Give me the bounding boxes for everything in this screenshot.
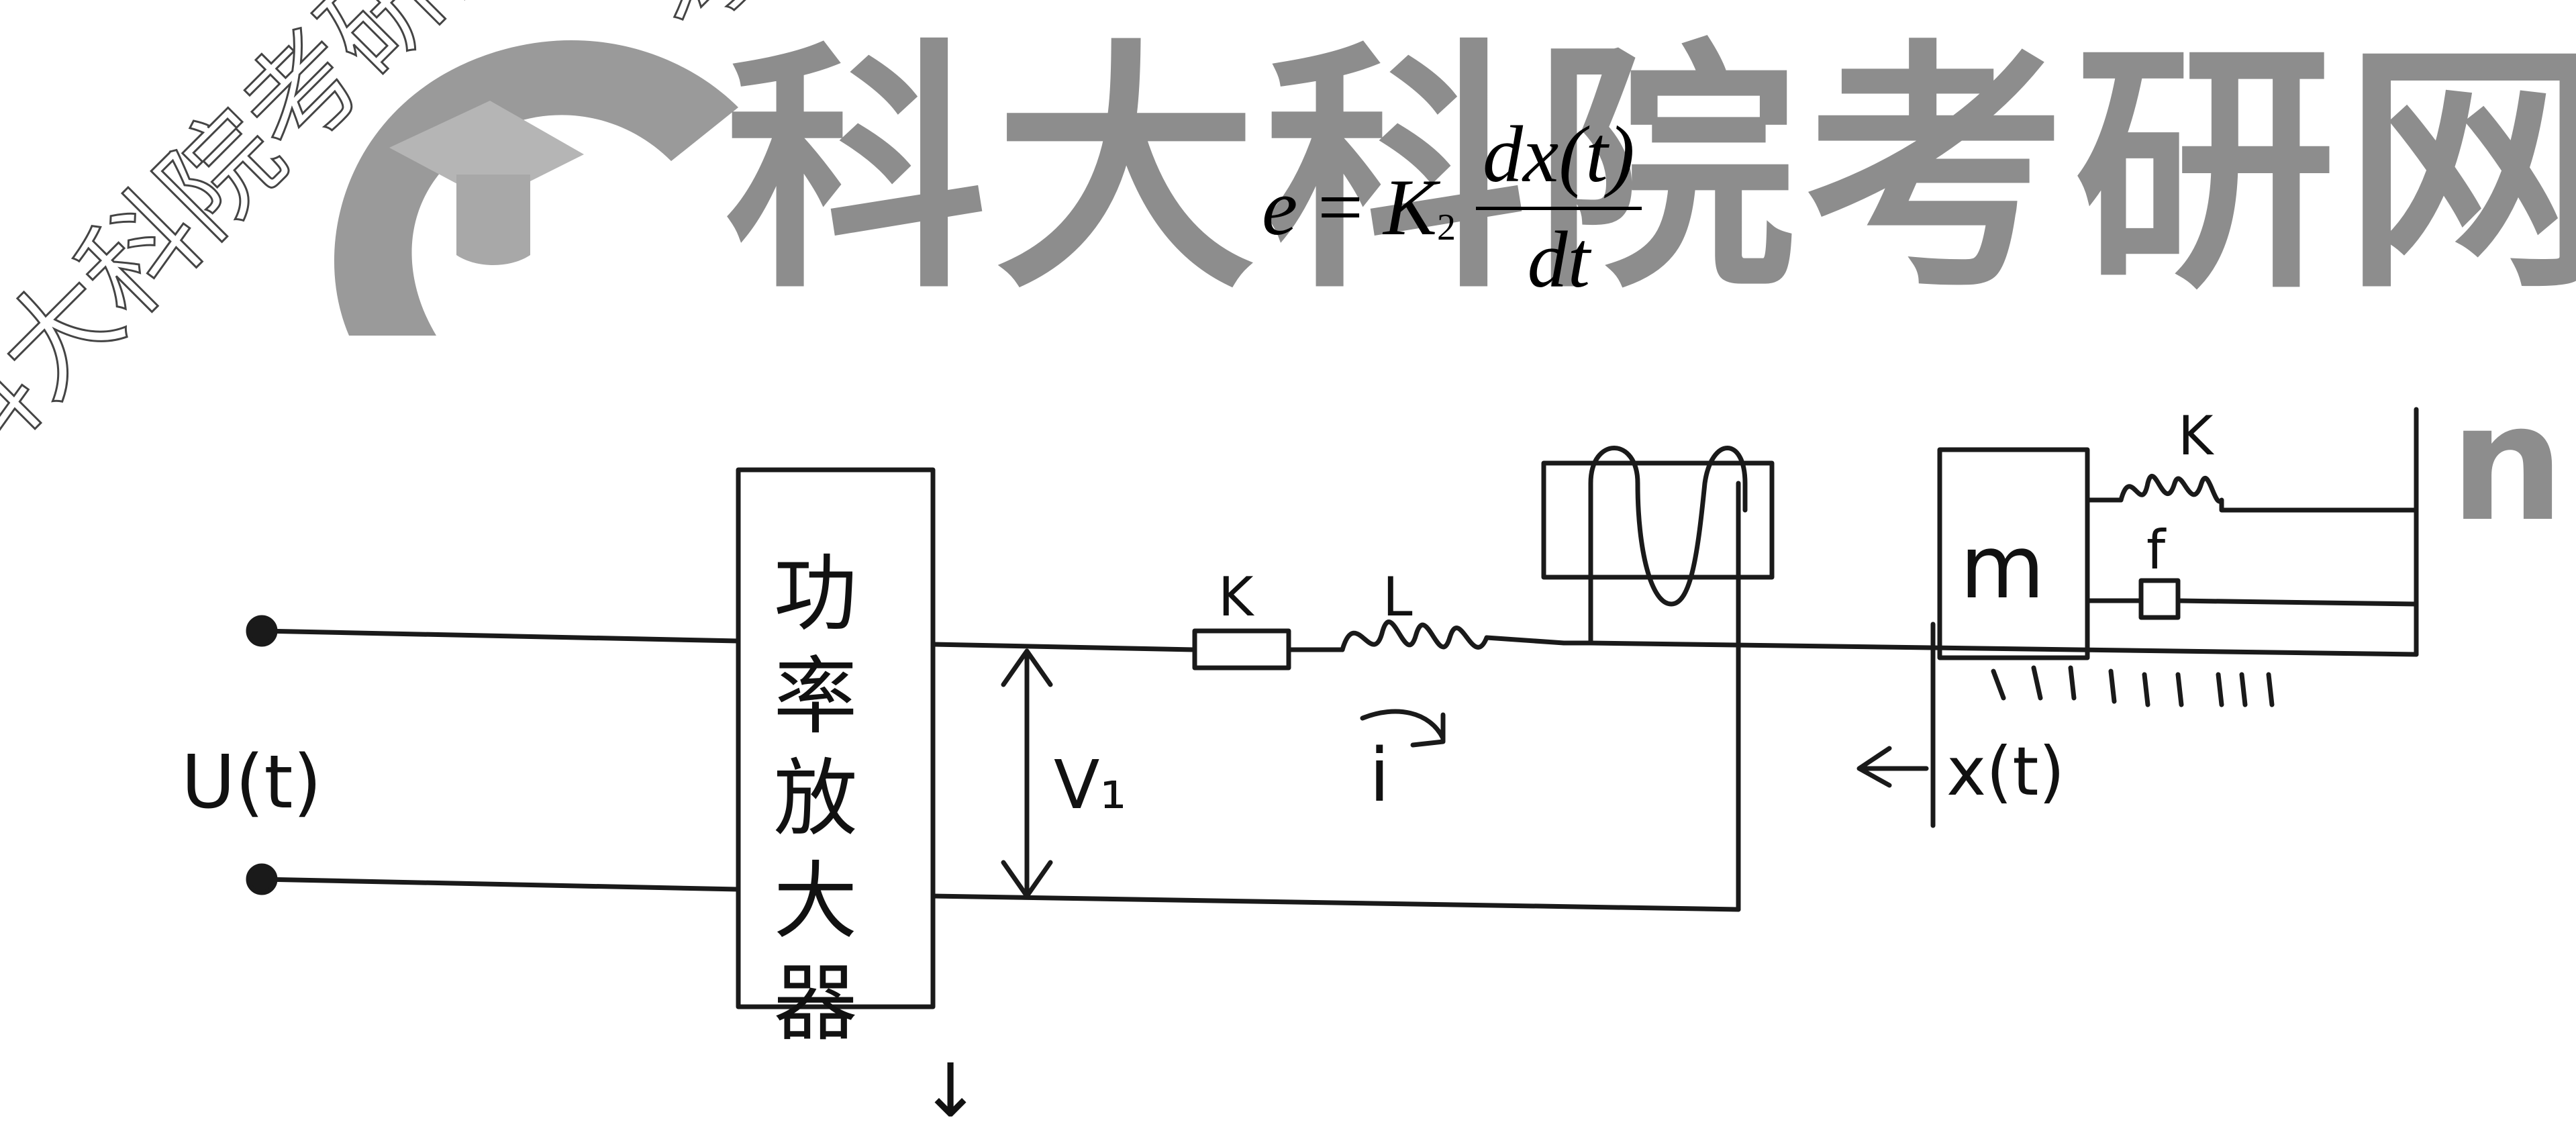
formula-fraction: dx(t) dt xyxy=(1476,114,1642,300)
resistor xyxy=(1192,628,1291,671)
formula-denominator: dt xyxy=(1527,215,1590,304)
damper-wire-right xyxy=(2175,598,2419,607)
displacement-label: x(t) xyxy=(1946,732,2065,811)
current-label: i xyxy=(1369,732,1390,818)
displacement-arrow-head xyxy=(1856,746,1892,788)
output-wire-bottom xyxy=(930,893,1741,912)
ground-hatching xyxy=(1991,665,2275,707)
formula-equals: = xyxy=(1318,162,1363,252)
spring xyxy=(2118,474,2419,513)
amplifier-label: 功率放大器 xyxy=(773,546,858,1052)
wire-main xyxy=(1588,640,2419,657)
voltage-arrow-head-top xyxy=(1001,648,1053,687)
formula: e = K 2 dx(t) dt xyxy=(1262,114,1642,300)
current-arrow xyxy=(1360,709,1446,741)
inductor xyxy=(1340,619,1567,652)
watermark-title: 科大科院考研网 xyxy=(725,19,2576,324)
down-arrow: ↓ xyxy=(920,1048,982,1134)
input-label: U(t) xyxy=(181,739,322,825)
voltage-arrow-head-bottom xyxy=(1001,860,1053,899)
formula-numerator: dx(t) xyxy=(1476,114,1642,210)
coil-winding xyxy=(1588,446,1748,607)
coil-box xyxy=(1541,460,1775,580)
current-arrow-head xyxy=(1410,712,1446,748)
watermark-logo-icon xyxy=(334,40,738,336)
input-wire-top xyxy=(259,628,741,644)
output-wire-top xyxy=(930,642,1197,652)
formula-coef: K xyxy=(1383,162,1437,252)
resistor-label: K xyxy=(1218,566,1254,628)
spring-label: K xyxy=(2178,405,2214,467)
input-wire-bottom xyxy=(259,877,741,892)
inductor-label: L xyxy=(1383,566,1413,628)
voltage-label: V₁ xyxy=(1054,746,1127,824)
mass-block xyxy=(1937,447,2090,660)
formula-lhs: e xyxy=(1262,162,1298,252)
amplifier-box xyxy=(736,467,936,1009)
damper xyxy=(2138,578,2181,620)
damper-label: f xyxy=(2146,519,2166,581)
formula-sub: 2 xyxy=(1437,206,1456,248)
mass-label: m xyxy=(1960,516,2045,618)
watermark-partial: n xyxy=(2450,369,2565,557)
